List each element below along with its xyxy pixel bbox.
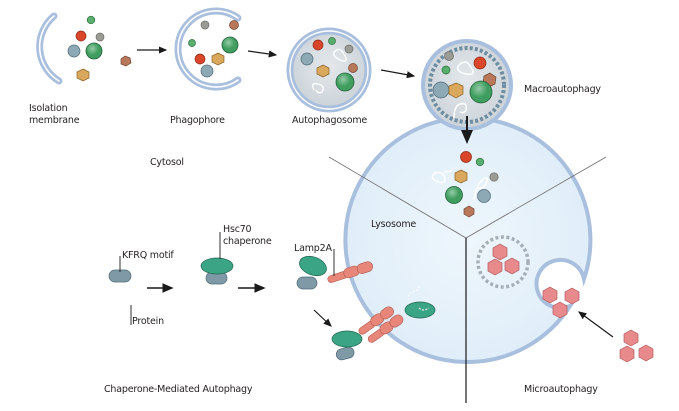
section-dividers	[328, 156, 607, 403]
label-microautophagy: Microautophagy	[524, 384, 598, 395]
amphisome-vesicle	[421, 39, 513, 131]
cma-arrow-3	[313, 309, 332, 327]
microautophagy-arrow	[578, 311, 614, 338]
label-hsc70-2: chaperone	[223, 236, 272, 247]
autophagosome	[286, 27, 372, 113]
microautophagy-vesicle	[476, 235, 530, 289]
arrow-3	[380, 69, 416, 79]
label-cma: Chaperone-Mediated Autophagy	[104, 384, 253, 395]
cytosolic-micro-cargo	[619, 329, 654, 363]
lamp2a-multimer	[331, 285, 436, 361]
label-lysosome: Lysosome	[371, 219, 417, 230]
label-phagophore: Phagophore	[170, 115, 225, 126]
label-hsc70-1: Hsc70	[223, 224, 252, 235]
label-cytosol: Cytosol	[150, 157, 184, 168]
phagophore	[174, 7, 242, 91]
label-autophagosome: Autophagosome	[292, 115, 368, 126]
lamp2a-binding	[296, 249, 374, 290]
label-macroautophagy: Macroautophagy	[524, 84, 601, 95]
invagination-cargo	[542, 286, 580, 319]
lysosome	[343, 115, 593, 364]
arrow-2	[247, 50, 278, 58]
label-lamp2a: Lamp2A	[294, 243, 332, 254]
cma-protein	[108, 256, 132, 325]
isolation-membrane	[36, 12, 132, 85]
label-kfrq-motif: KFRQ motif	[122, 250, 174, 261]
lysosomal-cargo	[431, 151, 499, 218]
label-protein: Protein	[132, 316, 164, 327]
hsc70-complex	[200, 232, 234, 285]
label-isolation-membrane-2: membrane	[29, 115, 80, 126]
lysosome-membrane	[343, 115, 593, 364]
label-isolation-membrane-1: Isolation	[29, 103, 68, 114]
